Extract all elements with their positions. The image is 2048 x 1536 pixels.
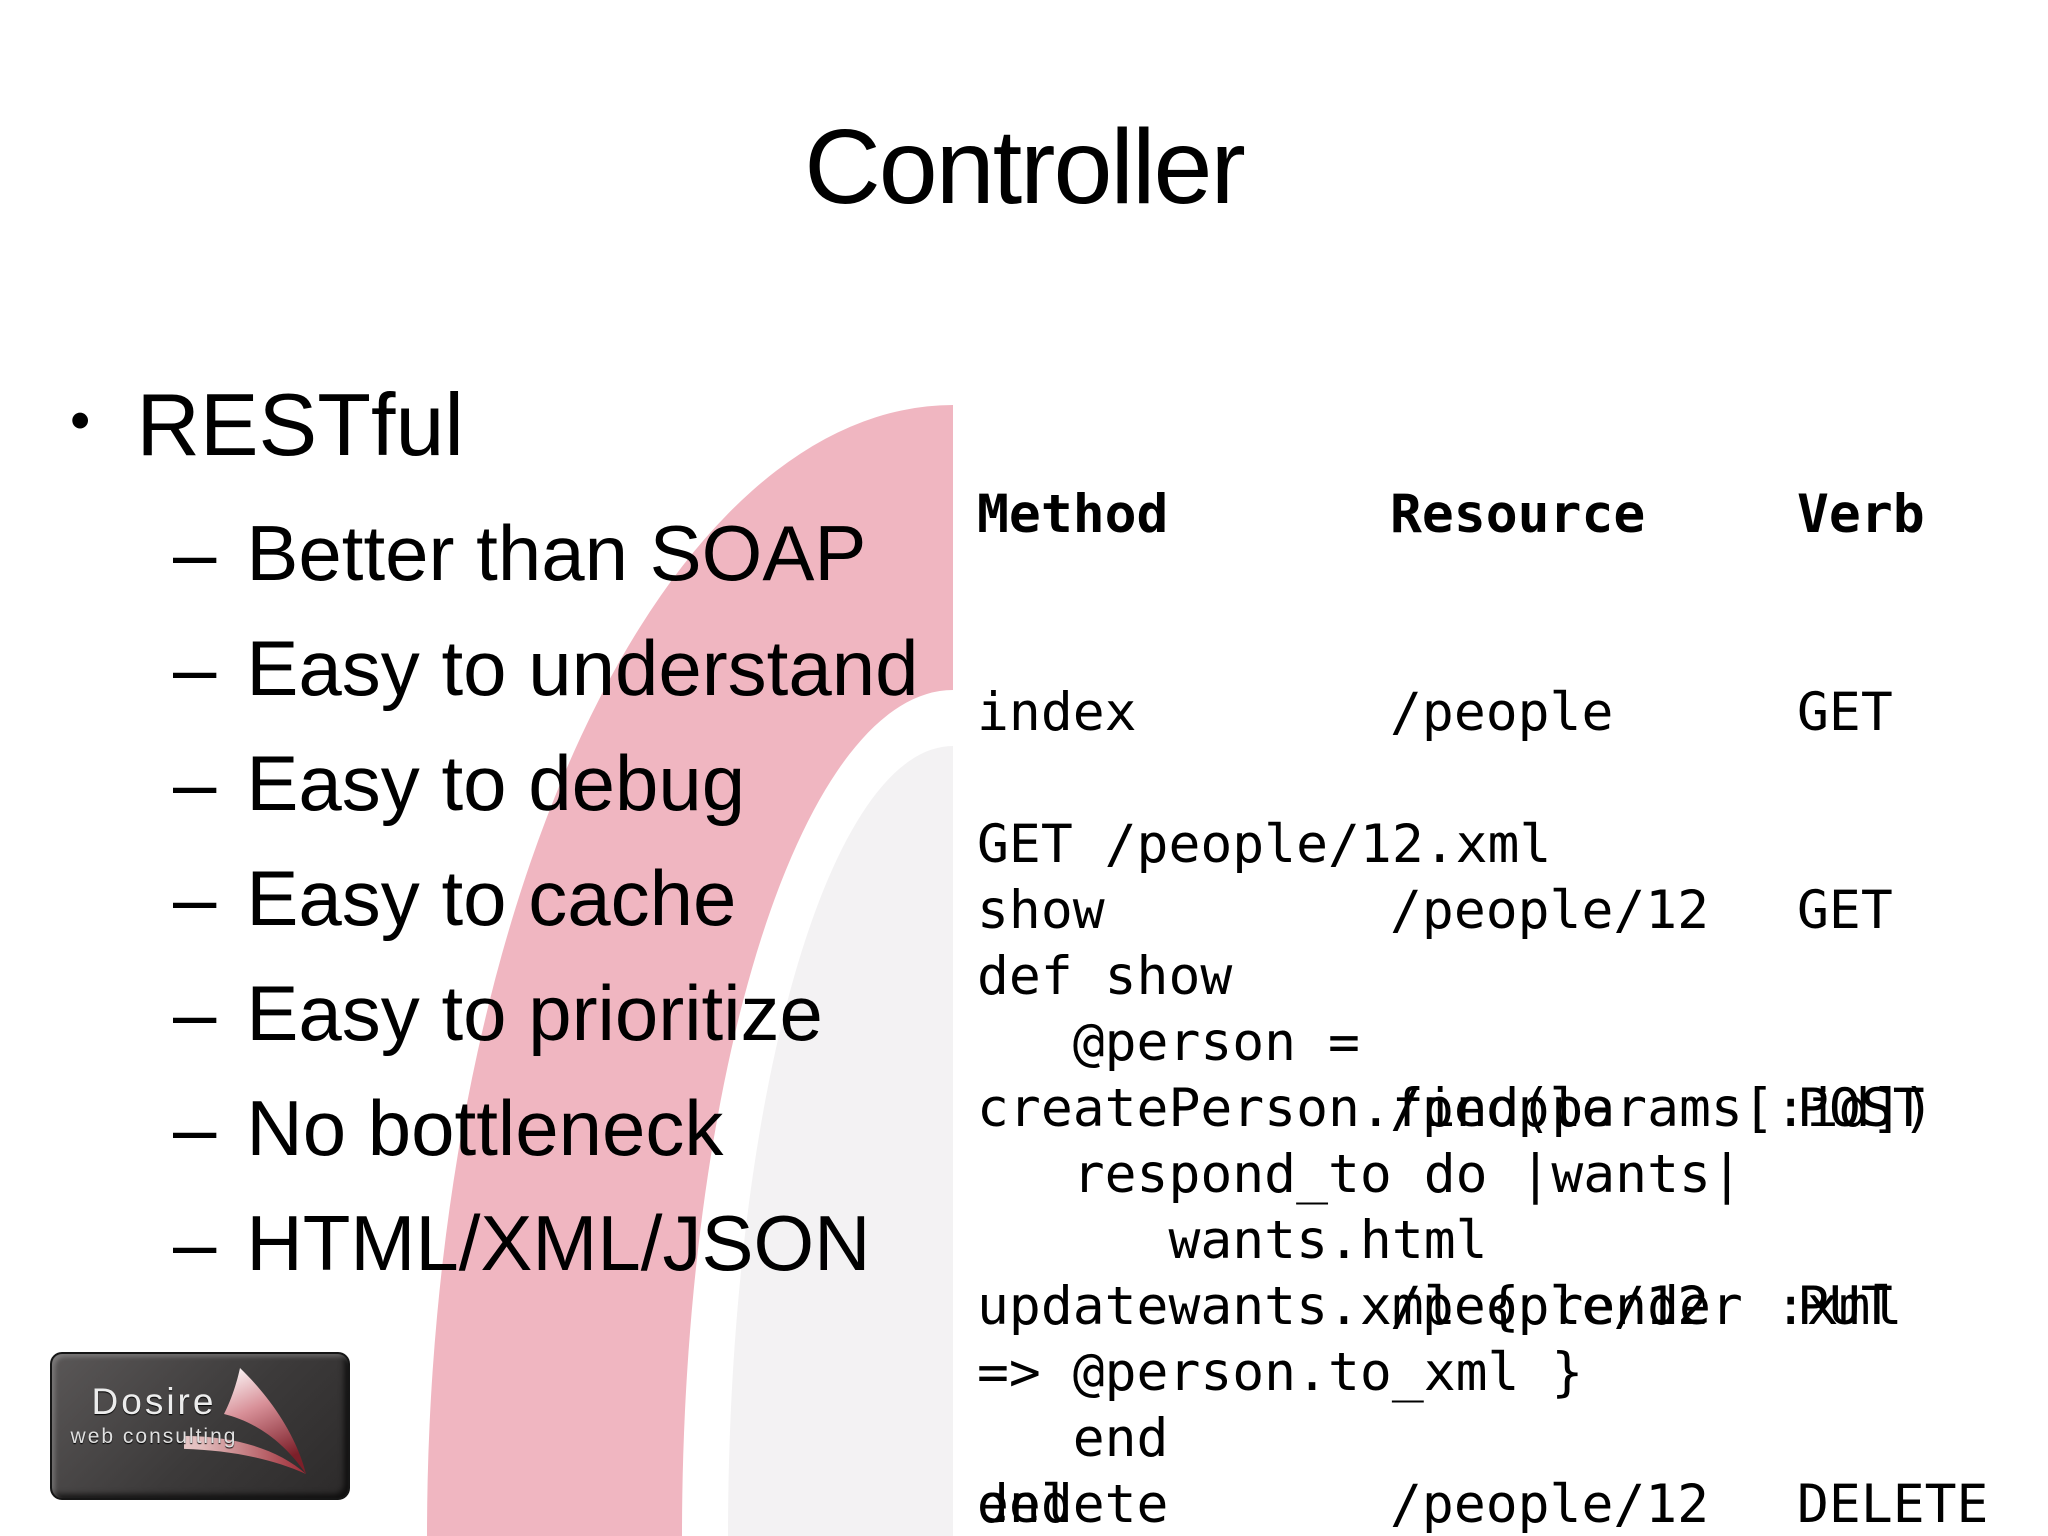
sub-bullet-label: Easy to understand bbox=[246, 624, 919, 712]
dash-marker: – bbox=[173, 1199, 217, 1287]
sub-bullet-item: – Easy to understand bbox=[173, 616, 919, 720]
logo-tagline: web consulting bbox=[70, 1425, 238, 1448]
column-header-verb: Verb bbox=[1797, 484, 1925, 545]
table-cell: GET bbox=[1797, 682, 1893, 743]
table-cell: /people/12 bbox=[1390, 1474, 1710, 1535]
code-block: def show @person = Person.find(params[:i… bbox=[977, 946, 1935, 1535]
logo-company-name: Dosire bbox=[91, 1381, 217, 1422]
inner-gray-disc bbox=[728, 746, 953, 1536]
dosire-logo: Dosire web consulting bbox=[50, 1352, 350, 1500]
routes-column-resource: Resource /people /people/12 /people /peo… bbox=[1390, 350, 1709, 1536]
sub-bullet-item: – Easy to prioritize bbox=[173, 961, 823, 1065]
sub-bullet-label: Easy to prioritize bbox=[246, 969, 823, 1057]
routes-table: Method index show create update delete R… bbox=[977, 350, 2048, 1535]
sub-bullet-item: – Easy to debug bbox=[173, 731, 745, 835]
slide-title: Controller bbox=[804, 108, 1246, 226]
table-cell: /people bbox=[1390, 1078, 1614, 1139]
sub-bullet-item: – HTML/XML/JSON bbox=[173, 1191, 870, 1295]
logo-text: Dosire web consulting bbox=[64, 1382, 244, 1452]
pink-arc-band bbox=[427, 405, 953, 1536]
table-cell: POST bbox=[1797, 1078, 1925, 1139]
request-example: GET /people/12.xml bbox=[977, 814, 1552, 875]
dash-marker: – bbox=[173, 854, 217, 942]
table-cell: GET bbox=[1797, 880, 1893, 941]
table-cell: index bbox=[977, 682, 1137, 743]
bullet-marker: • bbox=[70, 388, 91, 453]
sub-bullet-item: – Easy to cache bbox=[173, 846, 736, 950]
routes-column-verb: Verb GET GET POST PUT DELETE bbox=[1797, 350, 1988, 1536]
column-header-resource: Resource bbox=[1390, 484, 1646, 545]
swoosh-upper-blade bbox=[224, 1368, 306, 1474]
dash-marker: – bbox=[173, 624, 217, 712]
dash-marker: – bbox=[173, 509, 217, 597]
column-header-method: Method bbox=[977, 484, 1169, 545]
dash-marker: – bbox=[173, 1084, 217, 1172]
sub-bullet-label: HTML/XML/JSON bbox=[246, 1199, 871, 1287]
swoosh-icon bbox=[184, 1368, 306, 1474]
swoosh-lower-blade bbox=[184, 1435, 306, 1474]
table-cell: update bbox=[977, 1276, 1169, 1337]
table-cell: show bbox=[977, 880, 1105, 941]
table-cell: /people/12 bbox=[1390, 1276, 1710, 1337]
routes-column-method: Method index show create update delete bbox=[977, 350, 1168, 1536]
table-cell: DELETE bbox=[1797, 1474, 1989, 1535]
table-cell: PUT bbox=[1797, 1276, 1893, 1337]
table-cell: delete bbox=[977, 1474, 1169, 1535]
table-cell: /people/12 bbox=[1390, 880, 1710, 941]
table-cell: create bbox=[977, 1078, 1169, 1139]
sub-bullet-label: Easy to cache bbox=[246, 854, 737, 942]
dash-marker: – bbox=[173, 969, 217, 1057]
sub-bullet-label: No bottleneck bbox=[246, 1084, 724, 1172]
bullet-item-restful: • RESTful bbox=[70, 367, 464, 483]
bullet-label: RESTful bbox=[136, 375, 464, 474]
dash-marker: – bbox=[173, 739, 217, 827]
sub-bullet-label: Easy to debug bbox=[246, 739, 746, 827]
sub-bullet-item: – Better than SOAP bbox=[173, 501, 866, 605]
table-cell: /people bbox=[1390, 682, 1614, 743]
sub-bullet-item: – No bottleneck bbox=[173, 1076, 723, 1180]
sub-bullet-label: Better than SOAP bbox=[246, 509, 867, 597]
